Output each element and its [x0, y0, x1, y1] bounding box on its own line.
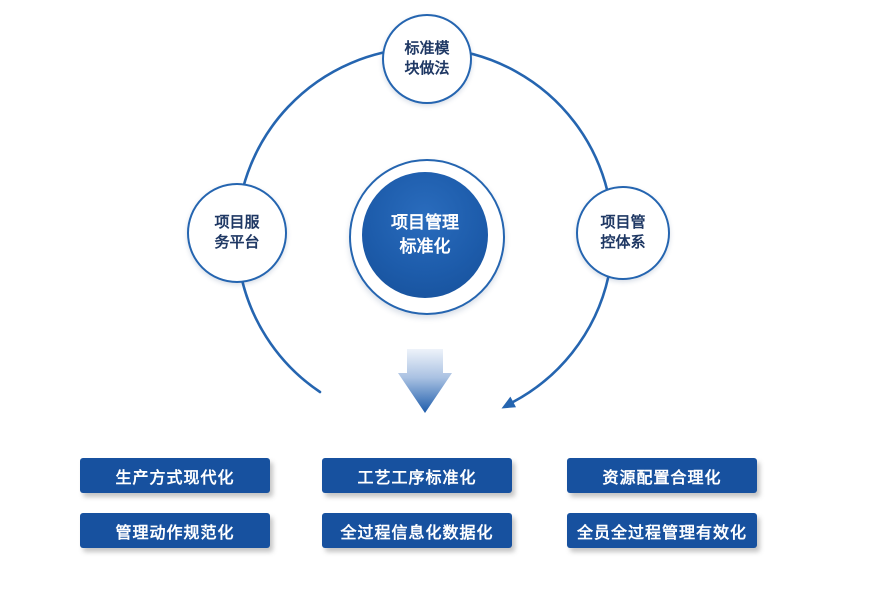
node-label-line: 项目服 [214, 213, 260, 231]
result-button-3: 资源配置合理化 [567, 458, 757, 493]
center-node-label: 项目管理 标准化 [391, 211, 459, 259]
satellite-node-left: 项目服 务平台 [187, 183, 287, 283]
center-label-line: 项目管理 [391, 213, 459, 233]
satellite-node-top: 标准模 块做法 [382, 14, 472, 104]
node-label-line: 标准模 [404, 39, 450, 57]
center-label-line: 标准化 [399, 237, 451, 256]
node-label-line: 控体系 [600, 234, 646, 251]
node-label-line: 块做法 [404, 60, 450, 77]
satellite-node-right: 项目管 控体系 [576, 186, 670, 280]
satellite-node-top-label: 标准模 块做法 [404, 39, 449, 80]
result-button-2: 工艺工序标准化 [322, 458, 512, 493]
result-button-6: 全员全过程管理有效化 [567, 513, 757, 548]
down-arrow-icon [398, 349, 452, 413]
node-label-line: 项目管 [600, 213, 646, 231]
center-node: 项目管理 标准化 [362, 172, 488, 298]
result-button-1: 生产方式现代化 [80, 458, 270, 493]
satellite-node-left-label: 项目服 务平台 [214, 213, 259, 254]
result-button-4: 管理动作规范化 [80, 513, 270, 548]
node-label-line: 务平台 [214, 234, 260, 251]
result-button-5: 全过程信息化数据化 [322, 513, 512, 548]
satellite-node-right-label: 项目管 控体系 [600, 213, 645, 254]
arc-arrowhead-icon [501, 396, 516, 409]
